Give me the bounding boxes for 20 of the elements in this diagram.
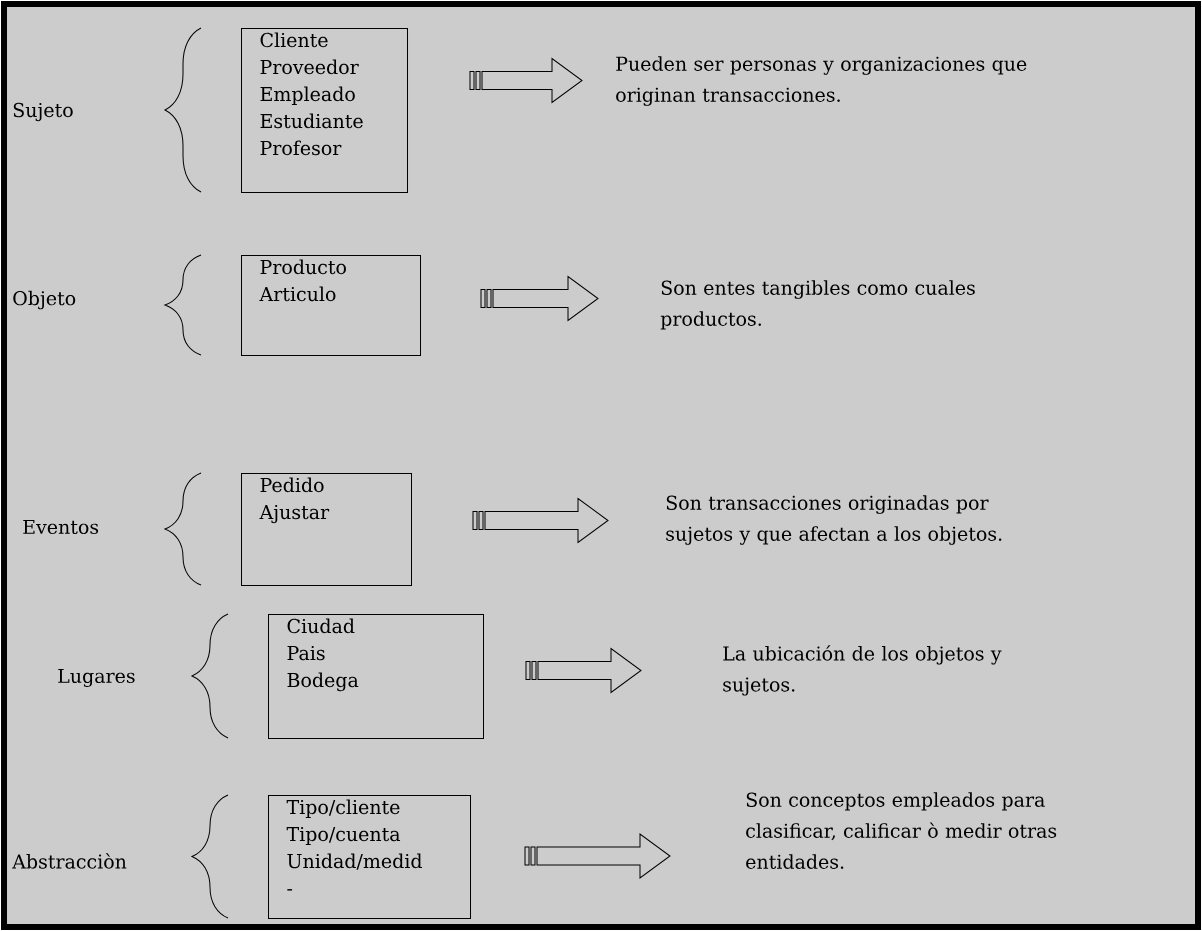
category-label: Sujeto <box>13 102 73 122</box>
description-text: Pueden ser personas y organizaciones que originan transacciones. <box>616 56 1027 106</box>
block-arrow <box>469 58 583 103</box>
category-label: Objeto <box>13 290 76 310</box>
category-label: Abstracciòn <box>12 853 127 869</box>
description-text: La ubicación de los objetos y sujetos. <box>723 645 1002 696</box>
description-text: Son entes tangibles como cuales productos. <box>660 280 975 330</box>
block-arrow <box>525 648 642 693</box>
item-box: Tipo/cliente Tipo/cuenta Unidad/medid - <box>268 795 471 919</box>
item-box: Ciudad Pais Bodega <box>268 614 484 739</box>
item-box: Cliente Proveedor Empleado Estudiante Profesor <box>241 28 408 193</box>
item-box: Pedido Ajustar <box>241 473 412 586</box>
description-text: Son conceptos empleados para clasificar, calificar ò medir otras entidades. <box>746 792 1057 869</box>
description-text: Son transacciones originadas por sujetos y que afectan a los objetos. <box>666 495 1002 545</box>
category-label: Eventos <box>23 519 99 535</box>
block-arrow <box>472 498 609 543</box>
block-arrow <box>480 276 599 321</box>
block-arrow <box>524 833 671 879</box>
category-label: Lugares <box>58 668 135 688</box>
item-box: Producto Articulo <box>241 255 421 356</box>
